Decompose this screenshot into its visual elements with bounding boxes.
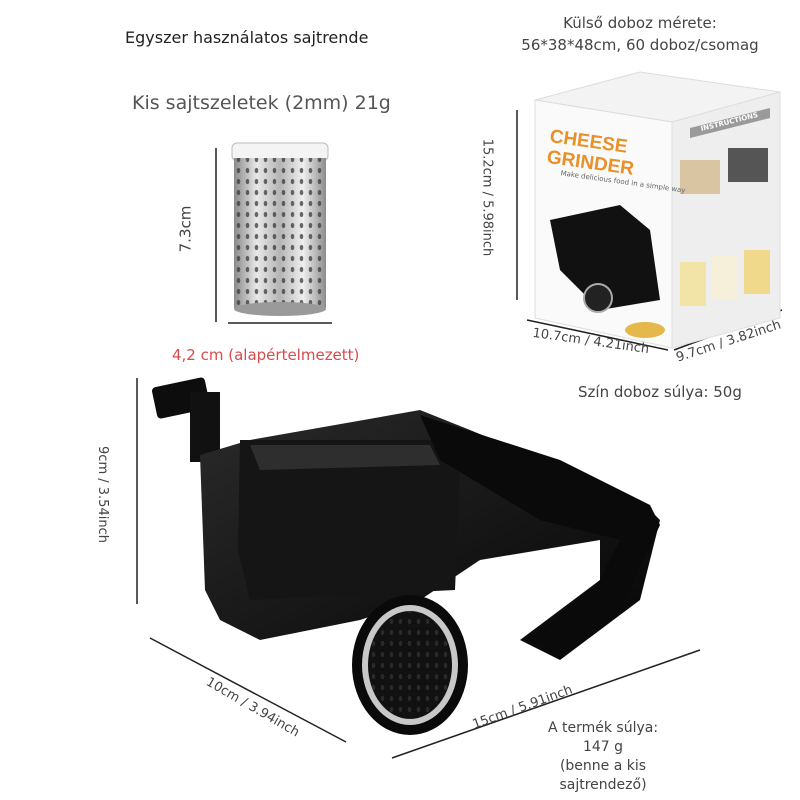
product-weight-info: A termék súlya: 147 g (benne a kis sajtr… xyxy=(534,719,672,795)
outer-box-info: Külső doboz mérete: 56*38*48cm, 60 doboz… xyxy=(505,12,775,56)
color-box xyxy=(534,71,781,349)
box-weight-label: Szín doboz súlya: 50g xyxy=(578,383,742,401)
box-height-label: 15.2cm / 5.98inch xyxy=(479,138,495,257)
grating-drum xyxy=(231,142,329,316)
drum-width-label: 4,2 cm (alapértelmezett) xyxy=(172,346,360,364)
product-height-label: 9cm / 3.54inch xyxy=(94,446,110,543)
product-weight-line1: A termék súlya: 147 g xyxy=(547,720,659,755)
outer-box-line1: Külső doboz mérete: xyxy=(563,14,717,32)
cheese-grinder xyxy=(152,377,660,735)
outer-box-line2: 56*38*48cm, 60 doboz/csomag xyxy=(521,36,759,54)
product-weight-line2: (benne a kis xyxy=(559,758,647,774)
product-dimension-lines xyxy=(136,378,701,759)
product-weight-line3: sajtrendező) xyxy=(559,777,647,793)
drum-height-label: 7.3cm xyxy=(176,205,195,253)
page-title: Egyszer használatos sajtrende xyxy=(125,28,369,47)
slices-label: Kis sajtszeletek (2mm) 21g xyxy=(132,92,391,114)
